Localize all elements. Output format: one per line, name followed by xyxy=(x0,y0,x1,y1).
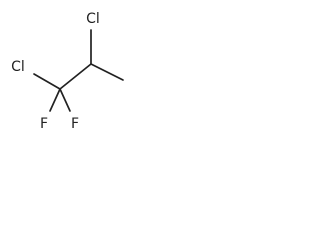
molecule-diagram: Cl Cl F F xyxy=(11,11,124,132)
atom-label-cl-top: Cl xyxy=(86,11,100,27)
bond-c1-f-left xyxy=(49,88,61,112)
bond-c1-f-right xyxy=(59,88,71,112)
bond-c1-cl-left xyxy=(33,73,61,90)
bond-c1-c2 xyxy=(59,63,92,90)
atom-label-f-left: F xyxy=(40,116,48,132)
atom-label-cl-left: Cl xyxy=(11,59,25,75)
bond-c2-c3 xyxy=(90,63,124,81)
atom-label-f-right: F xyxy=(71,116,79,132)
